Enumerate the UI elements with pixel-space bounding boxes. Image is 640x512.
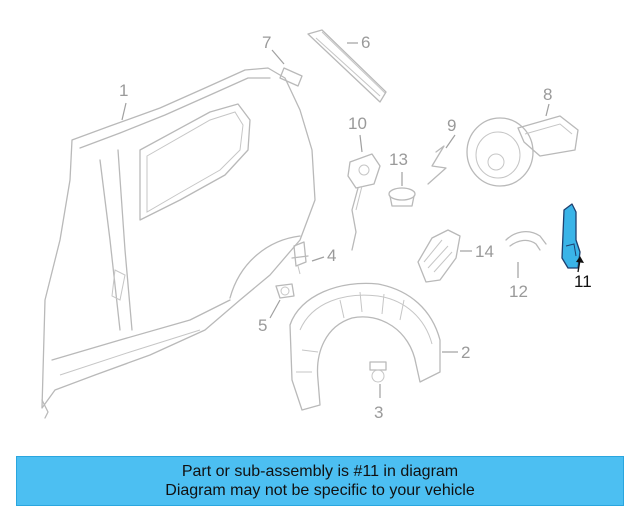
wheelhouse-liner-part	[289, 282, 441, 411]
callout-2: 2	[461, 343, 470, 362]
callout-9: 9	[447, 116, 456, 135]
callout-14: 14	[475, 242, 494, 261]
callout-3: 3	[374, 403, 383, 422]
banner-text: Part or sub-assembly is #11 in diagram D…	[17, 462, 623, 500]
callout-6: 6	[361, 33, 370, 52]
callout-4: 4	[327, 246, 336, 265]
callout-12: 12	[509, 282, 528, 301]
push-clip-part	[291, 241, 309, 275]
cover-part	[417, 229, 461, 283]
screw-part	[369, 361, 387, 383]
banner-line-2: Diagram may not be specific to your vehi…	[165, 482, 475, 499]
callout-5: 5	[258, 316, 267, 335]
callout-10: 10	[348, 114, 367, 133]
callout-8: 8	[543, 85, 552, 104]
banner-line-1: Part or sub-assembly is #11 in diagram	[181, 463, 459, 480]
molding-strip-part	[307, 29, 387, 103]
hose-part	[505, 230, 547, 251]
spring-part	[427, 145, 447, 185]
quarter-panel-part	[41, 67, 316, 419]
info-banner: Part or sub-assembly is #11 in diagram D…	[16, 456, 624, 506]
callout-7: 7	[262, 33, 271, 52]
parts-diagram: 1 6 7 10 13 9 8	[41, 29, 592, 422]
callout-13: 13	[389, 150, 408, 169]
clip-part	[279, 67, 303, 87]
fastener-part	[275, 283, 295, 299]
fuel-door-actuator-part	[347, 153, 381, 251]
bracket-part-11	[561, 203, 584, 273]
callout-1: 1	[119, 81, 128, 100]
fuel-door-assembly-part	[466, 115, 579, 187]
grommet-part	[388, 172, 416, 207]
callout-11: 11	[574, 272, 592, 291]
